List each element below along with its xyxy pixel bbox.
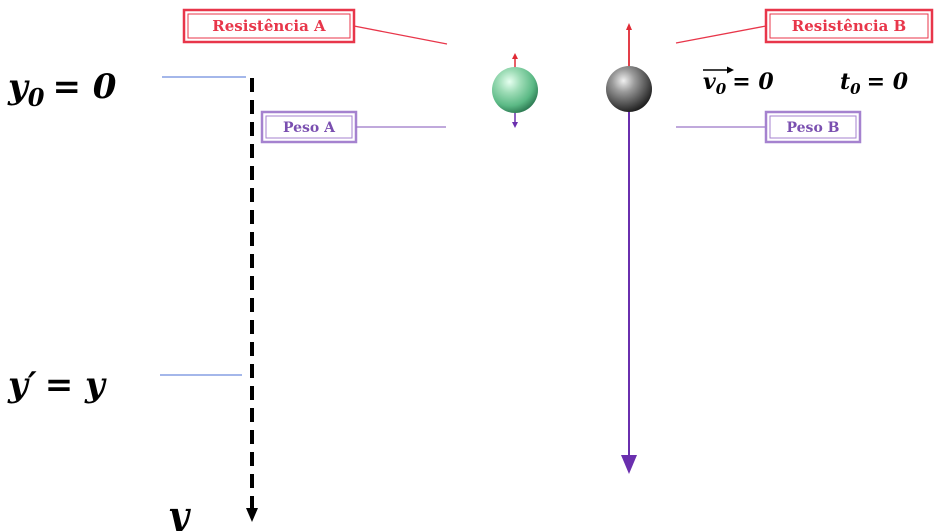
resistencia-a-arrowhead [512, 53, 518, 59]
vector-arrowhead [727, 66, 734, 74]
v0-equals-zero: = 0 [732, 69, 774, 95]
resistencia-a-leader-line [353, 25, 448, 45]
yprime-rhs: = y [45, 365, 107, 405]
svg-text:Peso A: Peso A [283, 120, 336, 136]
peso-a-label: Peso A [260, 110, 358, 144]
t0-equals-zero: = 0 [867, 69, 909, 95]
sphere-a [492, 67, 538, 113]
y0-label: y0= 0 [7, 67, 117, 112]
v0-subscript: 0 [716, 80, 727, 98]
svg-text:y′= y: y′= y [7, 365, 107, 405]
y0-variable: y [7, 67, 30, 107]
svg-text:Resistência A: Resistência A [212, 17, 326, 35]
peso-b-label: Peso B [764, 110, 862, 144]
t0-equation: t0 = 0 [840, 69, 909, 98]
resistencia-b-label: Resistência B [764, 8, 934, 44]
peso-a-arrowhead [512, 122, 518, 128]
t0-variable: t [840, 69, 850, 95]
y-axis-arrowhead [246, 508, 258, 522]
y0-subscript: 0 [28, 83, 45, 112]
resistencia-a-label: Resistência A [182, 8, 356, 44]
peso-b-arrowhead [621, 455, 637, 474]
svg-text:t0= 0: t0 = 0 [840, 69, 909, 98]
resistencia-b-leader-line [675, 25, 767, 44]
svg-text:y0= 0: y0= 0 [7, 67, 117, 112]
y0-equals-zero: = 0 [52, 67, 116, 107]
sphere-b [606, 66, 652, 112]
svg-text:v0= 0: v0 = 0 [703, 69, 774, 98]
svg-text:Peso B: Peso B [787, 120, 840, 136]
y-axis-label: y [167, 495, 191, 531]
yprime-lhs: y′ [7, 365, 37, 405]
yprime-label: y′= y [7, 365, 107, 405]
resistencia-b-arrowhead [626, 23, 632, 30]
v0-variable: v [703, 69, 716, 95]
v0-equation: v0 = 0 [703, 66, 774, 98]
t0-subscript: 0 [850, 80, 861, 98]
svg-text:Resistência B: Resistência B [792, 17, 906, 35]
